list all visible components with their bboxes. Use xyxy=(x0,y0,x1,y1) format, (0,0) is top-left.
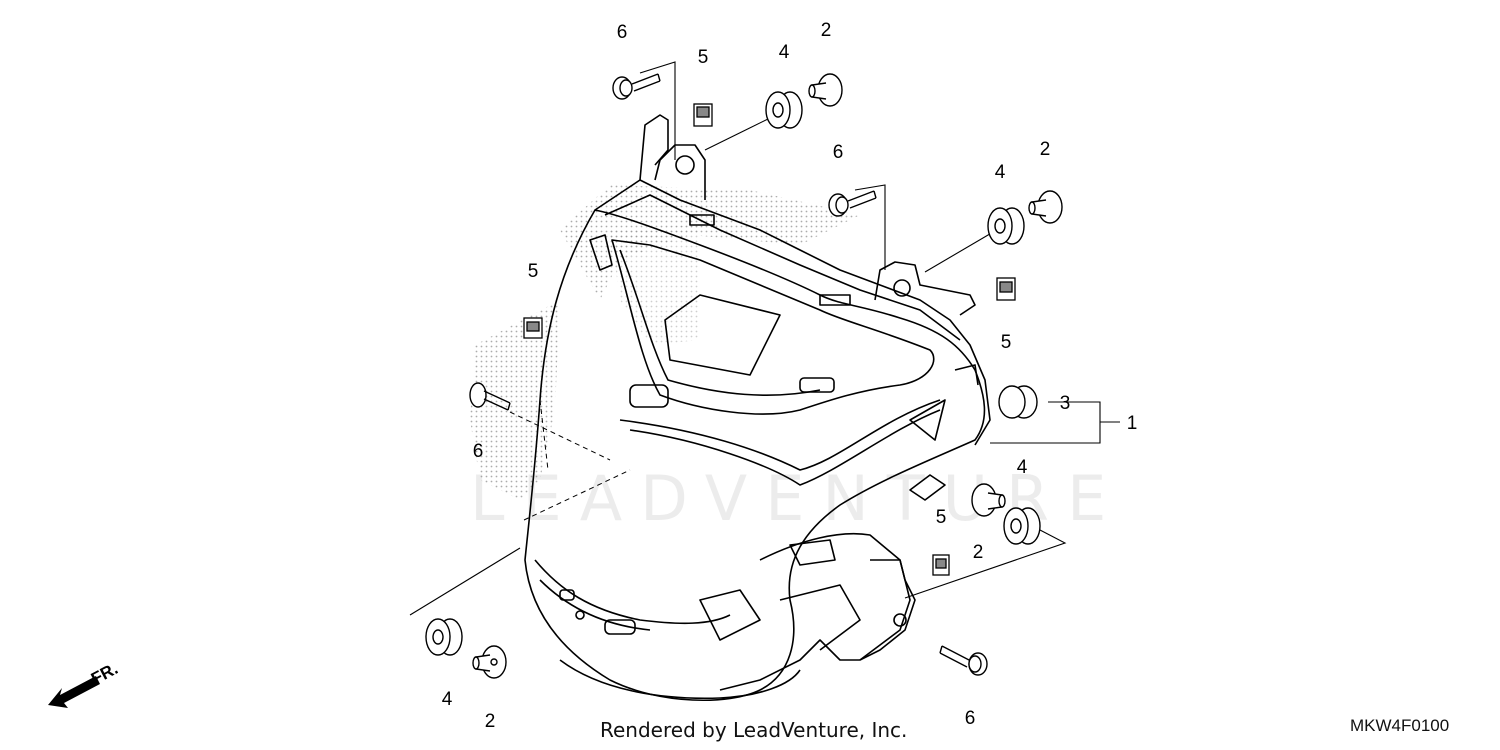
callout-label: 4 xyxy=(442,689,453,710)
credit-text: Rendered by LeadVenture, Inc. xyxy=(600,718,908,742)
front-arrow-icon: FR. xyxy=(48,659,121,708)
callout-label: 6 xyxy=(833,142,844,163)
callout-label: 4 xyxy=(779,42,790,63)
callout-label: 3 xyxy=(1060,393,1071,414)
bolt-icon xyxy=(469,73,988,676)
guide-lines xyxy=(509,399,631,521)
callout-label: 5 xyxy=(698,47,709,68)
callout-label: 5 xyxy=(528,261,539,282)
callout-label: 1 xyxy=(1127,413,1138,434)
diagram-code: MKW4F0100 xyxy=(1350,716,1450,735)
callout-label: 2 xyxy=(821,20,832,41)
callout-label: 5 xyxy=(936,507,947,528)
callout-label: 2 xyxy=(973,542,984,563)
collar-icon xyxy=(472,73,1063,679)
callout-label: 2 xyxy=(1040,139,1051,160)
callout-label: 6 xyxy=(473,441,484,462)
callout-label: 2 xyxy=(485,711,496,732)
grommet-3-icon xyxy=(998,385,1038,419)
callout-label: 5 xyxy=(1001,332,1012,353)
grommet-icon xyxy=(425,91,1041,656)
callout-label: 6 xyxy=(617,22,628,43)
callouts: 6 5 4 2 6 4 2 5 5 3 1 6 4 5 2 4 2 6 xyxy=(442,20,1138,732)
callout-label: 6 xyxy=(965,708,976,729)
callout-label: 4 xyxy=(1017,457,1028,478)
callout-label: 4 xyxy=(995,162,1006,183)
leader-lines xyxy=(409,61,1120,616)
headlight-assembly xyxy=(524,114,991,702)
clip-nut-icon xyxy=(523,103,1016,576)
